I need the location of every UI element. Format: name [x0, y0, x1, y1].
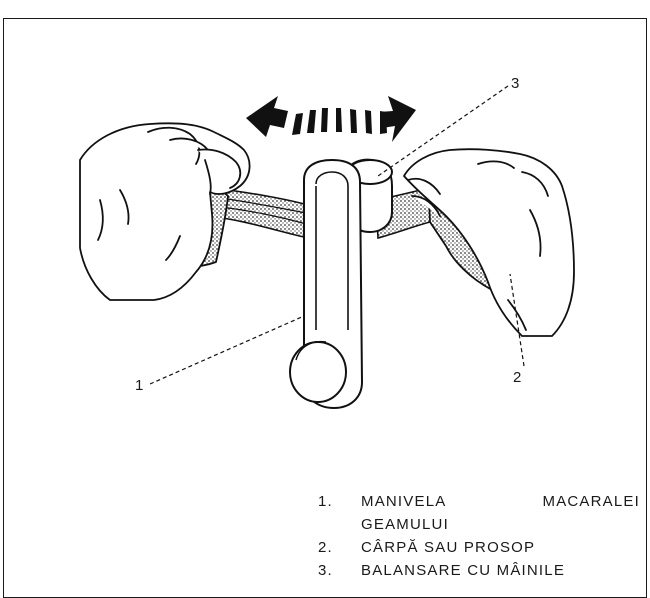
callout-3: 3: [511, 76, 519, 91]
left-hand: [80, 123, 250, 300]
double-headed-arrow-icon: [246, 96, 416, 142]
window-crank-handle-icon: [290, 160, 392, 408]
right-hand: [404, 149, 574, 336]
legend-item-1-number: 1.: [318, 490, 361, 513]
callout-1: 1: [135, 378, 143, 393]
legend-item-3: 3. BALANSARE CU MÂINILE: [318, 559, 640, 582]
legend-item-1: 1. MANIVELA MACARALEI: [318, 490, 640, 513]
legend-item-3-number: 3.: [318, 559, 361, 582]
legend-item-3-text: BALANSARE CU MÂINILE: [361, 559, 640, 582]
legend: 1. MANIVELA MACARALEI GEAMULUI 2. CÂRPĂ …: [318, 490, 640, 582]
callout-2: 2: [513, 370, 521, 385]
legend-item-2-number: 2.: [318, 536, 361, 559]
legend-item-1-text: MANIVELA MACARALEI: [361, 490, 640, 513]
legend-item-2-text: CÂRPĂ SAU PROSOP: [361, 536, 640, 559]
legend-item-1-continuation: GEAMULUI: [318, 513, 640, 536]
legend-item-2: 2. CÂRPĂ SAU PROSOP: [318, 536, 640, 559]
